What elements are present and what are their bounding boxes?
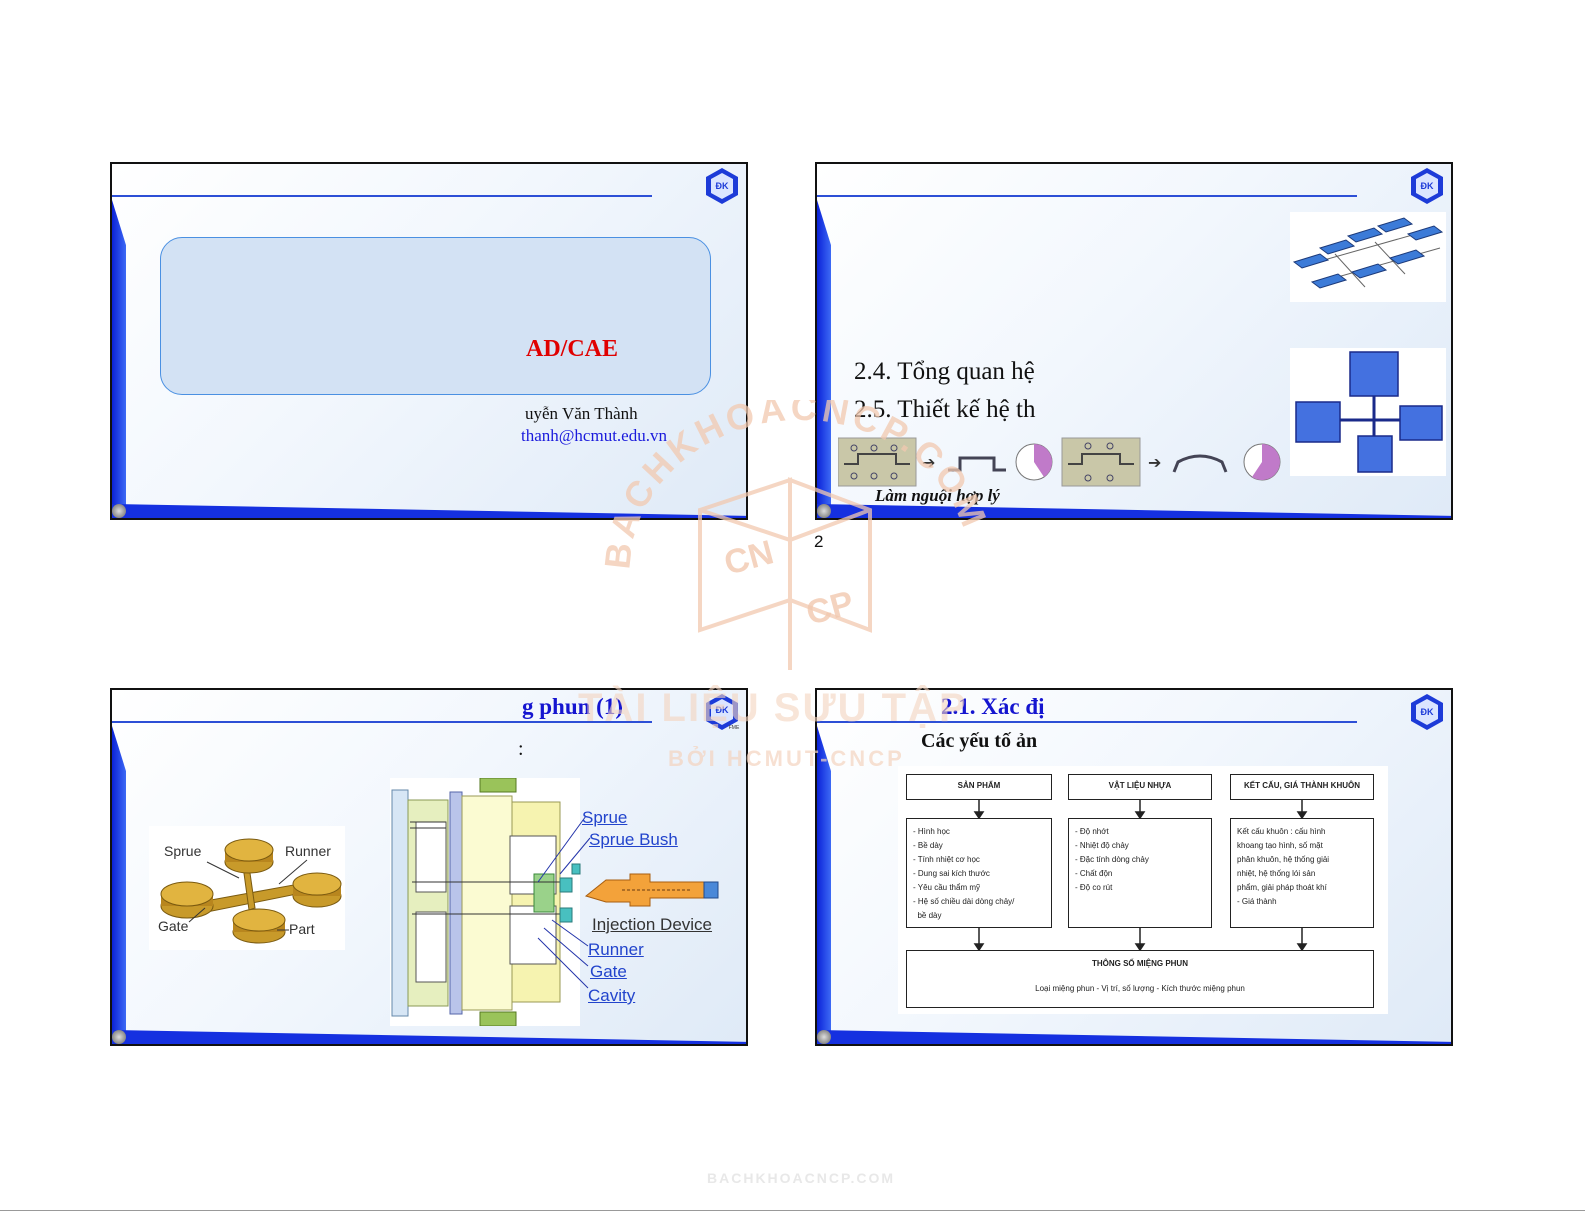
header-line bbox=[112, 721, 652, 723]
product-factor-line: - Yêu cầu thẩm mỹ bbox=[913, 883, 980, 892]
university-logo-icon: ĐK bbox=[1411, 694, 1443, 730]
product-factor-line: - Dung sai kích thước bbox=[913, 869, 990, 878]
connector-arrows bbox=[973, 800, 1308, 952]
network-grid-image bbox=[1290, 212, 1446, 302]
slide-1: ĐK AD/CAE uyễn Văn Thành thanh@hcmut.edu… bbox=[110, 162, 748, 520]
gate-parameters-line: Loại miệng phun - Vị trí, số lượng - Kíc… bbox=[1035, 984, 1245, 993]
box-header-mold-text: KẾT CẤU, GIÁ THÀNH KHUÔN bbox=[1244, 781, 1360, 790]
left-accent-bar bbox=[112, 726, 126, 1044]
bottom-accent-bar-inner bbox=[817, 1030, 1451, 1044]
watermark-footer: BACHKHOACNCP.COM bbox=[707, 1170, 896, 1186]
box-material-factors: - Độ nhớt - Nhiệt độ chảy - Đặc tính dòn… bbox=[1068, 818, 1212, 928]
material-factor-line: - Đặc tính dòng chảy bbox=[1075, 855, 1149, 864]
bottom-accent-bar-inner bbox=[817, 504, 1451, 518]
product-factor-line: - Bề dày bbox=[913, 841, 943, 850]
material-factor-line: - Chất độn bbox=[1075, 869, 1113, 878]
corner-dot-icon bbox=[817, 504, 831, 518]
corner-dot-icon bbox=[817, 1030, 831, 1044]
mold-factor-line: Kết cấu khuôn : cấu hình bbox=[1237, 827, 1326, 836]
logo-text: ĐK bbox=[1421, 707, 1434, 717]
list-item-2-4: 2.4. Tổng quan hệ bbox=[854, 358, 1035, 385]
runner-system-image bbox=[149, 826, 345, 950]
label-cavity: Cavity bbox=[588, 986, 636, 1005]
slide-title: 2.1. Xác đị bbox=[941, 694, 1045, 719]
author-email[interactable]: thanh@hcmut.edu.vn bbox=[521, 426, 667, 445]
box-header-product-text: SẢN PHẨM bbox=[957, 781, 1001, 790]
box-product-factors: - Hình học - Bề dày - Tính nhiệt cơ học … bbox=[906, 818, 1052, 928]
university-logo-icon: ĐK bbox=[706, 168, 738, 204]
box-header-material-text: VẬT LIỆU NHỰA bbox=[1108, 781, 1172, 790]
logo-subtext: FME bbox=[729, 725, 740, 731]
author-name: uyễn Văn Thành bbox=[525, 404, 638, 423]
university-logo-icon: ĐK bbox=[1411, 168, 1443, 204]
header-line bbox=[817, 721, 1357, 723]
box-gate-parameters: THÔNG SỐ MIỆNG PHUN Loại miệng phun - Vị… bbox=[906, 950, 1374, 1008]
label-gate: Gate bbox=[590, 962, 627, 981]
slide-2: ĐK 2.4. Tổng quan bbox=[815, 162, 1453, 520]
product-factor-line: bề dày bbox=[913, 911, 942, 920]
product-factor-line: - Hình học bbox=[913, 827, 950, 836]
box-header-material: VẬT LIỆU NHỰA bbox=[1068, 774, 1212, 800]
box-header-product: SẢN PHẨM bbox=[906, 774, 1052, 800]
list-item-2-5: 2.5. Thiết kế hệ th bbox=[854, 396, 1036, 423]
mold-factor-line: phẩm, giải pháp thoát khí bbox=[1237, 883, 1327, 892]
box-header-mold: KẾT CẤU, GIÁ THÀNH KHUÔN bbox=[1230, 774, 1374, 800]
label-sprue-left: Sprue bbox=[164, 843, 202, 859]
left-accent-bar bbox=[112, 200, 126, 518]
watermark-cn: CN bbox=[720, 533, 777, 582]
material-factor-line: - Nhiệt độ chảy bbox=[1075, 841, 1129, 850]
corner-dot-icon bbox=[112, 1030, 126, 1044]
bottom-accent-bar-inner bbox=[112, 1030, 746, 1044]
label-injection-device: Injection Device bbox=[592, 915, 713, 934]
label-part-left: Part bbox=[289, 921, 315, 937]
corner-dot-icon bbox=[112, 504, 126, 518]
factors-diagram: SẢN PHẨM VẬT LIỆU NHỰA KẾT CẤU, GIÁ THÀN… bbox=[898, 766, 1388, 1014]
mold-factor-line: khoang tạo hình, số mặt bbox=[1237, 841, 1323, 850]
colon-text: : bbox=[518, 738, 524, 760]
gate-parameters-header: THÔNG SỐ MIỆNG PHUN bbox=[1091, 959, 1188, 968]
university-logo-icon: ĐK FME bbox=[706, 694, 740, 731]
label-sprue: Sprue bbox=[582, 808, 628, 827]
left-accent-bar bbox=[817, 200, 831, 518]
label-runner: Runner bbox=[588, 940, 644, 959]
slide-4: ĐK 2.1. Xác đị Các yếu tố ản SẢN PHẨM VẬ… bbox=[815, 688, 1453, 1046]
box-mold-factors: Kết cấu khuôn : cấu hình khoang tạo hình… bbox=[1230, 818, 1374, 928]
svg-text:➔: ➔ bbox=[922, 453, 935, 472]
logo-text: ĐK bbox=[716, 705, 729, 715]
label-runner-left: Runner bbox=[285, 843, 331, 859]
bottom-accent-bar-inner bbox=[112, 504, 746, 518]
slide-subtitle: Các yếu tố ản bbox=[921, 730, 1038, 752]
mold-factor-line: nhiệt, hệ thống lói sản bbox=[1237, 869, 1316, 878]
product-factor-line: - Hệ số chiều dài dòng chảy/ bbox=[913, 897, 1015, 906]
label-sprue-bush: Sprue Bush bbox=[589, 830, 678, 849]
mold-cross-section-image bbox=[390, 778, 719, 1026]
title-box bbox=[160, 237, 711, 395]
material-factor-line: - Độ nhớt bbox=[1075, 827, 1109, 836]
svg-text:➔: ➔ bbox=[1148, 453, 1161, 472]
product-factor-line: - Tính nhiệt cơ học bbox=[913, 855, 980, 864]
material-factor-line: - Độ co rút bbox=[1075, 883, 1113, 892]
header-line bbox=[817, 195, 1357, 197]
slide-3: ĐK FME g phun (1) : Sprue bbox=[110, 688, 748, 1046]
mold-factor-line: phân khuôn, hệ thống giải bbox=[1237, 855, 1330, 864]
mold-factor-line: - Giá thành bbox=[1237, 897, 1277, 906]
cooling-caption: Làm nguội hợp lý bbox=[875, 486, 1000, 505]
header-line bbox=[112, 195, 652, 197]
slide-title: g phun (1) bbox=[522, 694, 623, 719]
title-highlight: AD/CAE bbox=[526, 336, 619, 362]
watermark-cp: CP bbox=[802, 584, 857, 633]
page-number: 2 bbox=[814, 532, 824, 551]
left-accent-bar bbox=[817, 726, 831, 1044]
logo-text: ĐK bbox=[1421, 181, 1434, 191]
block-diagram-image bbox=[1290, 348, 1446, 476]
cooling-comparison-image: ➔ ➔ bbox=[838, 437, 1281, 487]
page-bottom-line bbox=[0, 1210, 1585, 1211]
logo-text: ĐK bbox=[716, 181, 729, 191]
label-gate-left: Gate bbox=[158, 918, 189, 934]
